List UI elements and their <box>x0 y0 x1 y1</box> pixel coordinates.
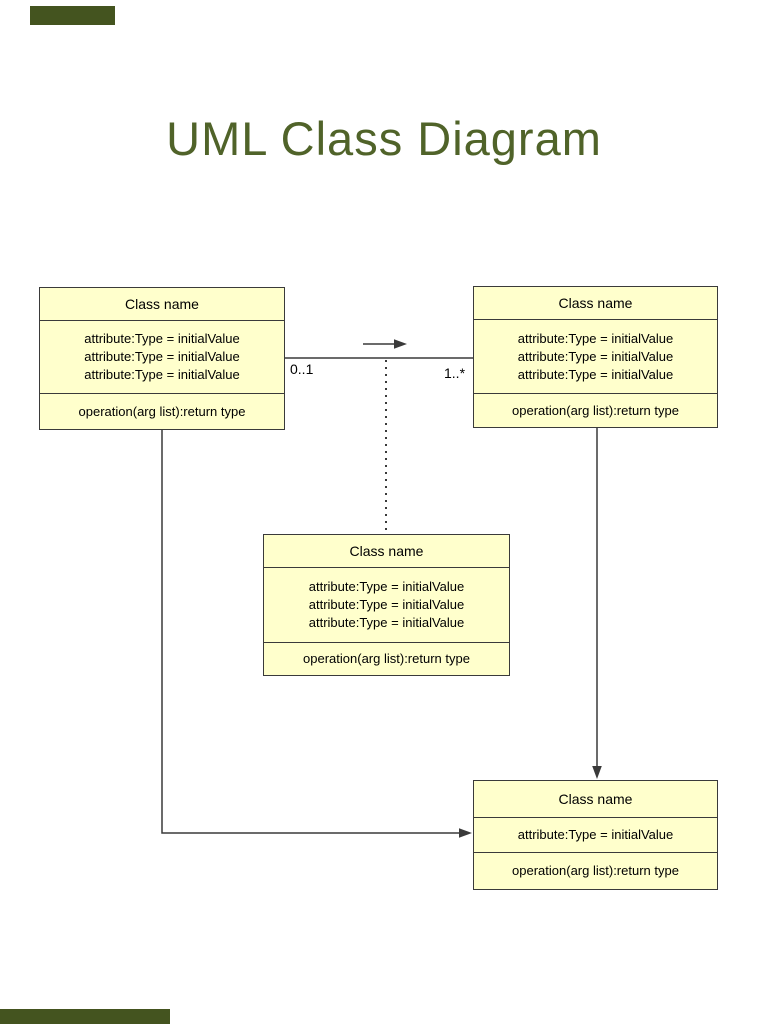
elbow-association-line <box>161 430 460 834</box>
attribute-line: attribute:Type = initialValue <box>517 330 674 346</box>
attribute-line: attribute:Type = initialValue <box>84 349 240 364</box>
class-box-middle: Class name attribute:Type = initialValue… <box>263 534 510 676</box>
class-box-top-right: Class name attribute:Type = initialValue… <box>473 286 718 428</box>
operations-compartment: operation(arg list):return type <box>40 393 284 429</box>
class-name: Class name <box>558 791 633 807</box>
attributes-compartment: attribute:Type = initialValue attribute:… <box>264 567 509 642</box>
class-name-compartment: Class name <box>264 535 509 567</box>
operation-line: operation(arg list):return type <box>512 863 679 878</box>
operations-compartment: operation(arg list):return type <box>474 852 717 889</box>
class-name: Class name <box>349 543 424 559</box>
multiplicity-label-left: 0..1 <box>290 361 314 377</box>
operation-line: operation(arg list):return type <box>78 403 246 419</box>
page-title: UML Class Diagram <box>166 112 602 165</box>
operation-line: operation(arg list):return type <box>512 402 679 418</box>
attributes-compartment: attribute:Type = initialValue <box>474 817 717 852</box>
attribute-line: attribute:Type = initialValue <box>308 597 465 612</box>
accent-bar-top-left <box>30 6 115 25</box>
accent-bar-bottom-left <box>0 1009 170 1024</box>
attribute-line: attribute:Type = initialValue <box>308 579 465 594</box>
class-name: Class name <box>125 296 199 312</box>
elbow-arrow-head-icon <box>459 828 472 838</box>
operation-line: operation(arg list):return type <box>303 651 470 666</box>
class-name: Class name <box>558 295 633 311</box>
multiplicity-label-right: 1..* <box>444 365 466 381</box>
attributes-compartment: attribute:Type = initialValue attribute:… <box>474 319 717 393</box>
direction-arrow-head-icon <box>394 339 407 349</box>
attribute-line: attribute:Type = initialValue <box>517 827 674 842</box>
operations-compartment: operation(arg list):return type <box>474 393 717 427</box>
attributes-compartment: attribute:Type = initialValue attribute:… <box>40 320 284 393</box>
attribute-line: attribute:Type = initialValue <box>517 348 674 364</box>
class-name-compartment: Class name <box>474 781 717 817</box>
attribute-line: attribute:Type = initialValue <box>84 367 240 382</box>
class-name-compartment: Class name <box>40 288 284 320</box>
attribute-line: attribute:Type = initialValue <box>517 366 674 382</box>
attribute-line: attribute:Type = initialValue <box>308 615 465 630</box>
down-arrow-head-icon <box>592 766 602 779</box>
attribute-line: attribute:Type = initialValue <box>84 331 240 346</box>
class-box-bottom-right: Class name attribute:Type = initialValue… <box>473 780 718 890</box>
class-box-top-left: Class name attribute:Type = initialValue… <box>39 287 285 430</box>
class-name-compartment: Class name <box>474 287 717 319</box>
operations-compartment: operation(arg list):return type <box>264 642 509 675</box>
